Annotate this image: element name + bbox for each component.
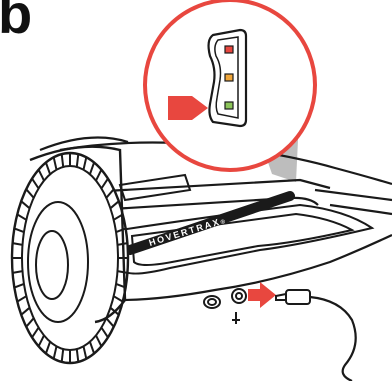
arrow-right-icon xyxy=(248,282,276,308)
charging-port xyxy=(204,289,246,324)
charger-cable xyxy=(310,297,356,381)
orange-light xyxy=(225,74,233,81)
foot-pad xyxy=(120,175,372,274)
brand-strip: HOVERTRAX® xyxy=(130,196,290,250)
red-light xyxy=(225,46,233,53)
wheel xyxy=(12,138,128,364)
green-light xyxy=(225,102,233,109)
magnifier xyxy=(145,0,315,170)
charger-plug-icon xyxy=(276,290,310,304)
